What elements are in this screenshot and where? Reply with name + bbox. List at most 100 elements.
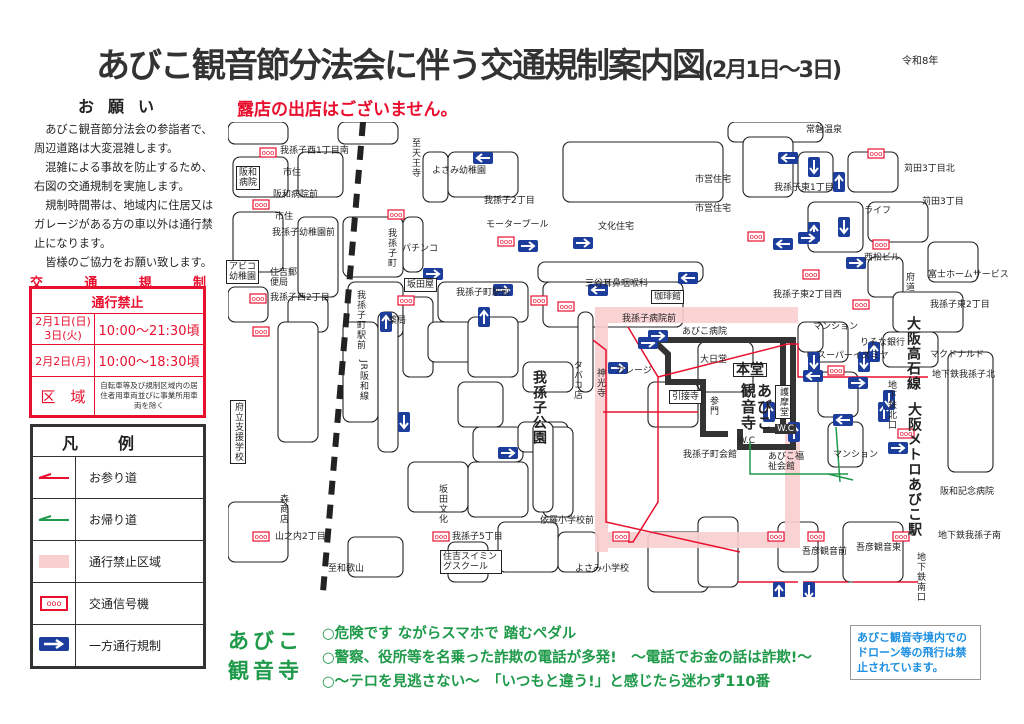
- legend-label: 交通信号機: [89, 597, 150, 611]
- svg-text:ooo: ooo: [390, 211, 403, 219]
- svg-text:ooo: ooo: [770, 533, 783, 541]
- city-block: [577, 311, 594, 393]
- one-way-arrow-icon: [838, 217, 850, 237]
- svg-text:ooo: ooo: [810, 533, 823, 541]
- title-dates: (2月1日～3日): [704, 58, 842, 83]
- regulation-time: 10:00～21:30頃: [94, 313, 205, 345]
- one-way-arrow-icon: [608, 362, 628, 374]
- org-line: 観音寺: [228, 659, 303, 683]
- city-block: [557, 531, 599, 573]
- svg-text:ooo: ooo: [262, 149, 275, 157]
- city-block: [827, 421, 864, 468]
- safety-message: ○～テロを見逃さない～ 「いつもと違う!」と感じたら迷わず110番: [322, 674, 770, 690]
- one-way-arrow-icon: [858, 352, 870, 372]
- svg-text:ooo: ooo: [560, 303, 573, 311]
- traffic-signal-icon: ooo: [40, 596, 68, 611]
- city-block: [562, 141, 724, 203]
- traffic-signal-icon: ooo: [807, 531, 825, 542]
- one-way-arrow-icon: [773, 582, 785, 597]
- svg-text:ooo: ooo: [615, 533, 628, 541]
- traffic-signal-icon: ooo: [892, 531, 910, 542]
- traffic-signal-icon: ooo: [387, 209, 405, 220]
- regulation-time: 10:00～18:30頃: [94, 344, 205, 377]
- city-block: [467, 461, 529, 518]
- city-block: [277, 321, 319, 443]
- svg-text:ooo: ooo: [750, 233, 763, 241]
- temple-name: あびこ 観音寺: [228, 626, 312, 686]
- one-way-arrow-icon: [573, 237, 593, 249]
- title-text: あびこ観音節分法会に伴う交通規制案内図: [96, 46, 706, 86]
- svg-text:ooo: ooo: [805, 271, 818, 279]
- temple-wall: [650, 337, 796, 450]
- city-block: [697, 341, 754, 393]
- svg-text:ooo: ooo: [500, 238, 513, 246]
- traffic-map: ooo ooo ooo ooo ooo ooo ooo ooo ooo ooo ooo ooo ooo o…: [228, 122, 994, 597]
- traffic-signal-icon: ooo: [557, 301, 575, 312]
- one-way-arrow-icon: [588, 284, 608, 296]
- stall-notice: 露店の出店はございません。: [237, 100, 458, 120]
- traffic-signal-icon: ooo: [612, 531, 630, 542]
- legend-label: お帰り道: [89, 513, 138, 527]
- city-block: [532, 421, 554, 513]
- city-block: [467, 316, 519, 378]
- city-block: [537, 261, 704, 283]
- one-way-arrow-icon: [763, 402, 775, 422]
- regulation-header: 通行禁止: [30, 287, 205, 314]
- svg-text:ooo: ooo: [830, 367, 843, 375]
- org-line: あびこ: [228, 629, 303, 653]
- city-block: [927, 241, 979, 283]
- one-way-arrow-icon: [846, 257, 866, 269]
- svg-text:ooo: ooo: [255, 533, 268, 541]
- safety-messages: ○危険です ながらスマホで 踏むペダル ○警察、役所等を名乗った詐欺の電話が多発…: [322, 622, 812, 694]
- traffic-signal-icon: ooo: [852, 299, 870, 310]
- one-way-arrow-icon: [398, 412, 410, 432]
- svg-text:ooo: ooo: [252, 295, 265, 303]
- city-block: [402, 216, 424, 273]
- city-block: [422, 151, 449, 203]
- city-block: [882, 331, 939, 368]
- request-paragraph: あびこ観音節分法会の参詣者で、周辺道路は大変混雑します。: [34, 123, 213, 155]
- svg-text:ooo: ooo: [435, 533, 448, 541]
- one-way-arrow-icon: [778, 152, 798, 164]
- safety-message: ○警察、役所等を名乗った詐欺の電話が多発! ～電話でお金の話は詐欺!～: [322, 650, 812, 666]
- one-way-arrow-icon: [888, 442, 908, 454]
- traffic-signal-icon: ooo: [397, 295, 415, 306]
- city-block: [232, 156, 289, 198]
- area-note: 自転車等及び規制区域内の居住者用車両並びに事業所用車両を除く: [94, 376, 205, 417]
- red-arrow-icon: [38, 472, 69, 479]
- svg-text:ooo: ooo: [400, 297, 413, 305]
- legend-label: お参り道: [89, 471, 138, 485]
- one-way-arrow-icon: [798, 232, 818, 244]
- city-block: [347, 536, 404, 578]
- city-block: [337, 122, 399, 145]
- one-way-arrow-icon: [466, 552, 478, 572]
- era-label: 令和8年: [902, 56, 939, 67]
- svg-text:ooo: ooo: [900, 430, 913, 438]
- city-block: [342, 321, 379, 423]
- traffic-signal-icon: ooo: [432, 531, 450, 542]
- city-block: [377, 311, 399, 453]
- svg-text:ooo: ooo: [875, 241, 888, 249]
- city-block: [497, 521, 559, 573]
- traffic-signal-icon: ooo: [802, 269, 820, 280]
- one-way-arrow-icon: [833, 414, 853, 426]
- one-way-arrow-icon: [423, 268, 443, 280]
- traffic-signal-icon: ooo: [827, 365, 845, 376]
- one-way-arrow-icon: [518, 240, 538, 252]
- request-paragraph: 規制時間帯は、地域内に住居又はガレージがある方の車以外は通行禁止になります。: [34, 199, 214, 250]
- safety-message: ○危険です ながらスマホで 踏むペダル: [322, 626, 577, 642]
- legend-title: 凡例: [31, 425, 205, 457]
- city-block: [797, 321, 824, 353]
- one-way-arrow-icon: [773, 238, 793, 250]
- regulation-table: 通行禁止 2月1日(日) 3日(火)10:00～21:30頃 2月2日(月)10…: [29, 286, 206, 418]
- svg-text:ooo: ooo: [533, 297, 546, 305]
- jr-hanwa-line: [320, 122, 366, 593]
- request-title: お願い: [78, 97, 169, 116]
- traffic-signal-icon: ooo: [872, 239, 890, 250]
- city-block: [947, 351, 994, 473]
- city-block: [457, 381, 504, 428]
- green-arrow-icon: [38, 514, 69, 521]
- traffic-signal-icon: ooo: [747, 231, 765, 242]
- traffic-signal-icon: ooo: [767, 531, 785, 542]
- regulation-date: 2月1日(日) 3日(火): [30, 313, 95, 345]
